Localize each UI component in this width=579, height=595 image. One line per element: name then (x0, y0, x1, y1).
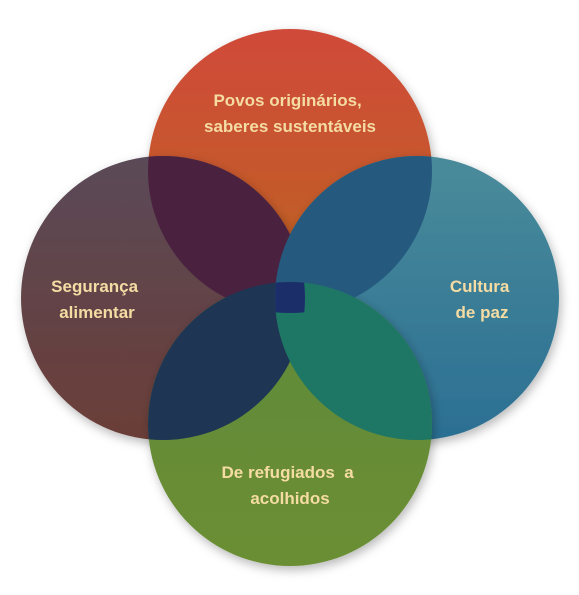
label-left: Segurança alimentar (51, 277, 143, 322)
label-left-line-2: alimentar (59, 303, 135, 322)
label-top: Povos originários, saberes sustentáveis (204, 91, 376, 136)
label-right-line-2: de paz (456, 303, 509, 322)
label-top-line-2: saberes sustentáveis (204, 117, 376, 136)
label-right: Cultura de paz (450, 277, 514, 322)
label-bottom-line-1: De refugiados a (222, 463, 355, 482)
label-top-line-1: Povos originários, (213, 91, 361, 110)
label-right-line-1: Cultura (450, 277, 510, 296)
label-left-line-1: Segurança (51, 277, 138, 296)
label-bottom-line-2: acolhidos (250, 489, 329, 508)
label-bottom: De refugiados a acolhidos (222, 463, 359, 508)
